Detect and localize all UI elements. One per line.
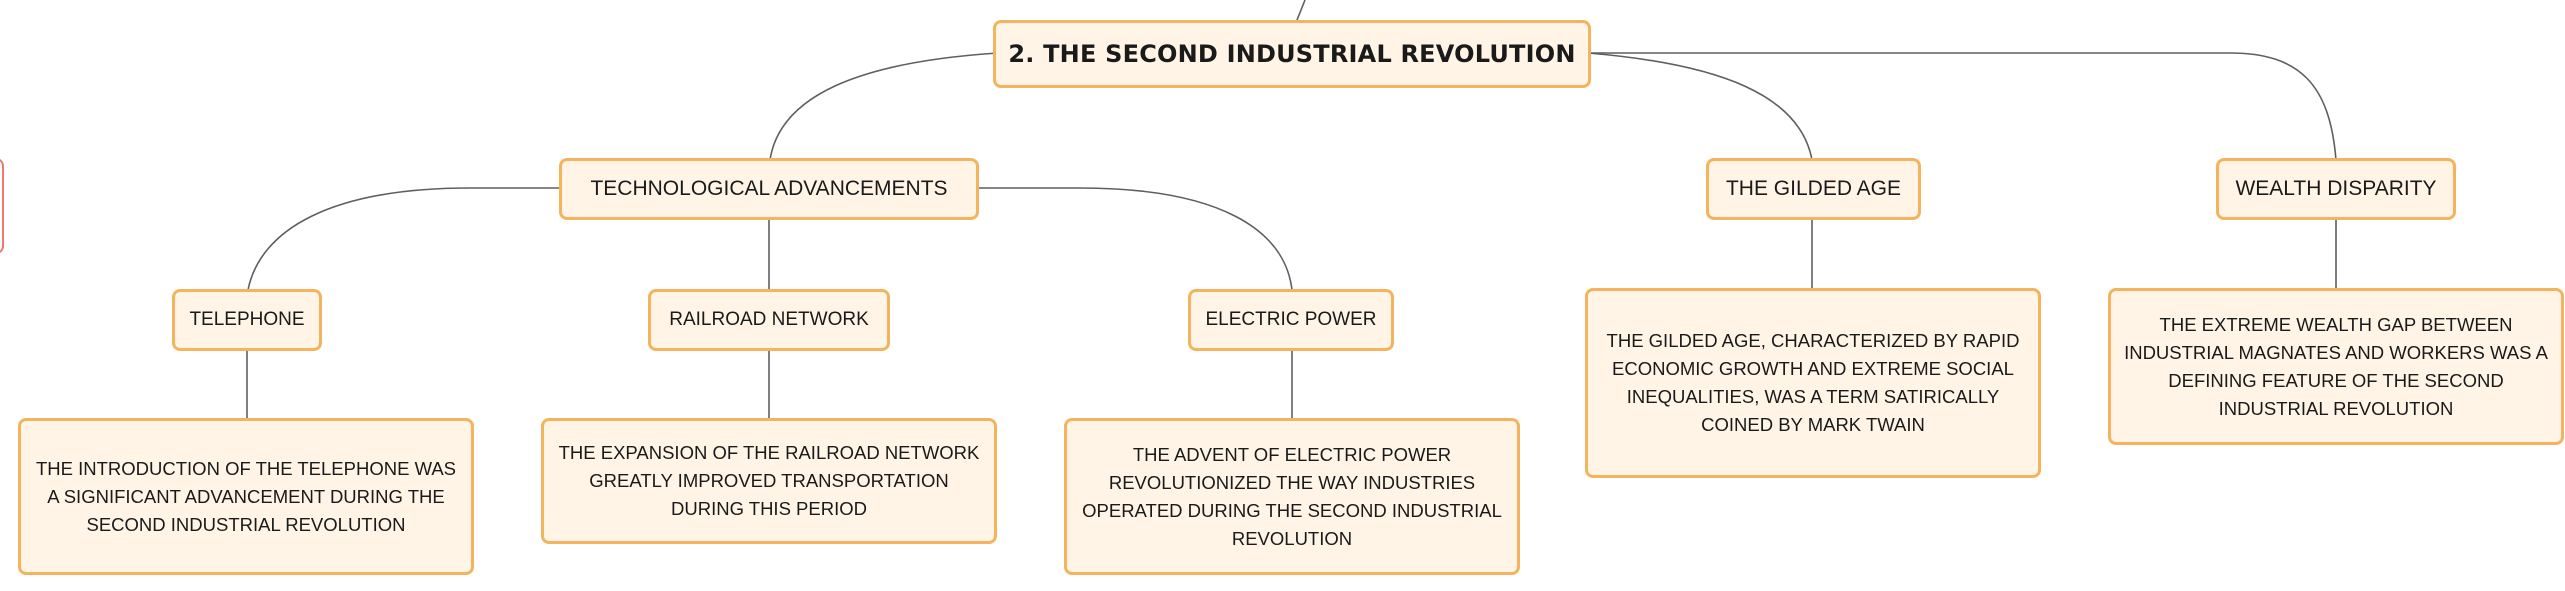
topic-label: THE GILDED AGE [1725, 177, 1902, 200]
detail-wealth-disparity[interactable]: THE EXTREME WEALTH GAP BETWEEN INDUSTRIA… [2108, 288, 2564, 445]
detail-text: THE INTRODUCTION OF THE TELEPHONE WAS A … [35, 457, 457, 535]
connector-root-tech [769, 52, 999, 161]
connector-tech-telephone [247, 187, 561, 291]
detail-railroad-network[interactable]: THE EXPANSION OF THE RAILROAD NETWORK GR… [541, 418, 997, 544]
connector-parent-root [1296, 0, 1306, 21]
collapsed-panel-tab[interactable] [0, 158, 4, 254]
topic-gilded-age[interactable]: THE GILDED AGE [1706, 158, 1921, 220]
subtopic-label: TELEPHONE [189, 309, 305, 330]
subtopic-label: ELECTRIC POWER [1205, 309, 1377, 330]
root-topic[interactable]: 2. THE SECOND INDUSTRIAL REVOLUTION [993, 20, 1591, 88]
detail-text: THE GILDED AGE, CHARACTERIZED BY RAPID E… [1606, 330, 2020, 435]
detail-gilded-age[interactable]: THE GILDED AGE, CHARACTERIZED BY RAPID E… [1585, 288, 2041, 478]
detail-electric-power[interactable]: THE ADVENT OF ELECTRIC POWER REVOLUTIONI… [1064, 418, 1520, 575]
topic-wealth-disparity[interactable]: WEALTH DISPARITY [2216, 158, 2456, 220]
detail-text: THE ADVENT OF ELECTRIC POWER REVOLUTIONI… [1082, 443, 1502, 549]
subtopic-telephone[interactable]: TELEPHONE [172, 289, 322, 351]
subtopic-electric-power[interactable]: ELECTRIC POWER [1188, 289, 1394, 351]
root-topic-label: 2. THE SECOND INDUSTRIAL REVOLUTION [1008, 40, 1576, 68]
connector-root-gilded [1587, 52, 1813, 161]
detail-text: THE EXTREME WEALTH GAP BETWEEN INDUSTRIA… [2124, 313, 2548, 419]
subtopic-label: RAILROAD NETWORK [669, 309, 869, 330]
detail-text: THE EXPANSION OF THE RAILROAD NETWORK GR… [558, 442, 980, 519]
connector-root-wealth [1588, 52, 2337, 161]
subtopic-railroad-network[interactable]: RAILROAD NETWORK [648, 289, 890, 351]
topic-label: WEALTH DISPARITY [2235, 177, 2437, 200]
detail-telephone[interactable]: THE INTRODUCTION OF THE TELEPHONE WAS A … [18, 418, 474, 575]
topic-technological-advancements[interactable]: TECHNOLOGICAL ADVANCEMENTS [559, 158, 979, 220]
connector-tech-electric [977, 187, 1293, 291]
topic-label: TECHNOLOGICAL ADVANCEMENTS [590, 177, 948, 200]
